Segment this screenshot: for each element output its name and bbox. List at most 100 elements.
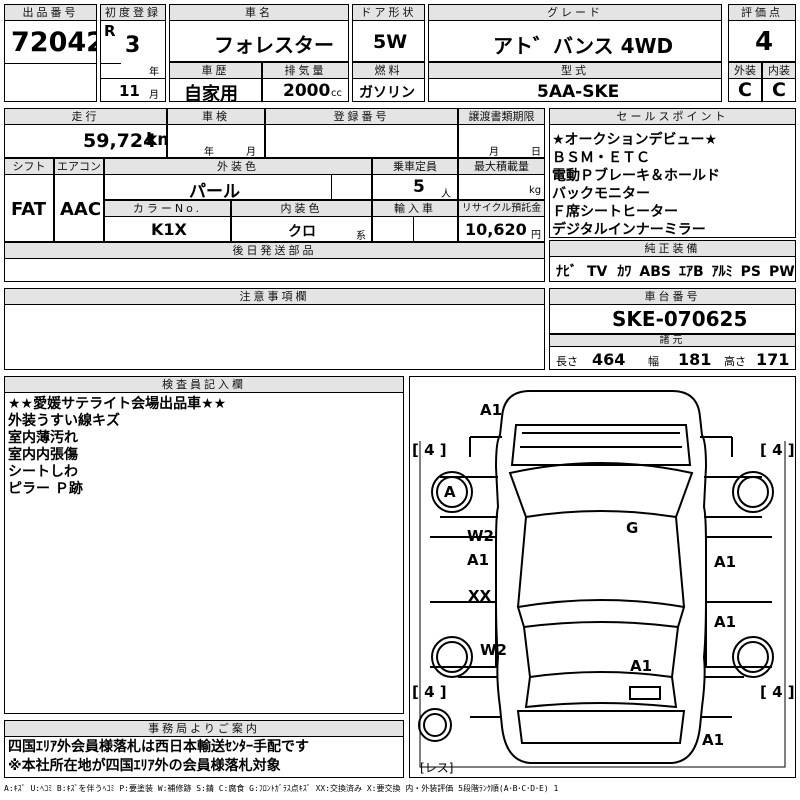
lot-cell: 出品番号 72042: [4, 4, 97, 102]
fuel-value: ガソリン: [359, 85, 415, 101]
office-note: 四国ｴﾘｱ外会員様落札は西日本輸送ｾﾝﾀｰ手配です: [8, 739, 309, 755]
int-cell: 内装 C: [762, 62, 796, 102]
int-label: 内装: [763, 63, 795, 79]
car-name-label: 車名: [170, 5, 348, 21]
damage-mark: A1: [467, 551, 490, 569]
sales-point: ★オークションデビュー★: [552, 132, 718, 148]
shift-cell: シフト FAT: [4, 158, 54, 242]
color-value: パール: [189, 182, 240, 200]
int-color-unit: 系: [356, 231, 366, 242]
sales-point: 電動Ｐブレーキ＆ホールド: [552, 168, 720, 184]
recycle-label: リサイクル預託金: [459, 201, 544, 217]
eval-label: 評価点: [729, 5, 795, 21]
ac-cell: エアコン AAC: [54, 158, 104, 242]
legend: A:ｷｽﾞ U:ﾍｺﾐ B:ｷｽﾞを伴うﾍｺﾐ P:要塗装 W:補修跡 S:錆 …: [4, 784, 559, 793]
inspection-cell: 車検 年 月: [167, 108, 265, 158]
displacement-value: 2000: [283, 81, 331, 101]
model-label: 型式: [429, 63, 721, 79]
int-grade: C: [772, 79, 786, 101]
int-color-cell: 内装色 クロ 系: [231, 200, 372, 242]
grade-cell: グレード アト゛バンス 4WD: [428, 4, 722, 62]
chassis-label: 車台番号: [550, 289, 795, 305]
equipment-abs: ABS: [639, 264, 671, 280]
reg-year: 3: [125, 33, 141, 58]
mileage-cell: 走行 59,724 km: [4, 108, 167, 158]
inspector-cell: 検査員記入欄 ★★愛媛サテライト会場出品車★★ 外装うすい線キズ 室内薄汚れ 室…: [4, 376, 404, 714]
sales-points-label: セールスポイント: [550, 109, 795, 125]
sales-points-cell: セールスポイント ★オークションデビュー★ ＢＳＭ・ＥＴＣ 電動Ｐブレーキ＆ホー…: [549, 108, 796, 238]
model-cell: 型式 5AA-SKE: [428, 62, 722, 102]
color-cell: 外装色 パール: [104, 158, 372, 200]
length-value: 464: [592, 350, 626, 369]
damage-mark: A1: [714, 553, 737, 571]
inspector-note: 室内薄汚れ: [8, 430, 78, 446]
capacity-value: 5: [413, 177, 425, 197]
damage-mark: G: [626, 519, 639, 537]
damage-mark: A: [444, 483, 456, 501]
dims-cell: 諸元 長さ 464 幅 181 高さ 171: [549, 334, 796, 370]
door-cell: ドア形状 5W: [352, 4, 425, 62]
car-name-cell: 車名 フォレスター: [169, 4, 349, 62]
office-note: ※本社所在地が四国ｴﾘｱ外の会員様落札対象: [8, 758, 281, 774]
lot-label: 出品番号: [5, 5, 96, 21]
chassis-cell: 車台番号 SKE-070625: [549, 288, 796, 334]
height-value: 171: [756, 350, 790, 369]
doc-month-unit: 月: [489, 147, 499, 158]
damage-mark: A1: [630, 657, 653, 675]
damage-mark: A1: [702, 731, 725, 749]
damage-mark: A1: [714, 613, 737, 631]
chassis-number: SKE-070625: [612, 307, 748, 331]
damage-mark: A1: [480, 401, 503, 419]
month-unit: 月: [149, 90, 159, 101]
ac-value: AAC: [60, 199, 102, 220]
shift-label: シフト: [5, 159, 53, 175]
inspector-note: 室内内張傷: [8, 447, 78, 463]
recycle-cell: リサイクル預託金 10,620 円: [458, 200, 545, 242]
office-notes: 四国ｴﾘｱ外会員様落札は西日本輸送ｾﾝﾀｰ手配です ※本社所在地が四国ｴﾘｱ外の…: [8, 738, 309, 776]
displacement-unit: cc: [331, 88, 342, 99]
recycle-value: 10,620: [465, 220, 527, 239]
ac-label: エアコン: [55, 159, 103, 175]
caution-cell: 注意事項欄: [4, 288, 545, 370]
displacement-cell: 排気量 2000 cc: [262, 62, 349, 102]
equipment-navi: ﾅﾋﾞ: [556, 264, 577, 280]
car-outline: [418, 390, 786, 768]
sales-point: バックモニター: [552, 186, 650, 202]
width-value: 181: [678, 350, 712, 369]
history-cell: 車歴 自家用: [169, 62, 262, 102]
reg-month: 11: [119, 82, 140, 100]
damage-mark: XX: [468, 587, 492, 605]
height-label: 高さ: [724, 355, 746, 368]
inspector-notes: ★★愛媛サテライト会場出品車★★ 外装うすい線キズ 室内薄汚れ 室内内張傷 シー…: [8, 396, 226, 498]
color-code-cell: カラーNo. K1X: [104, 200, 231, 242]
mileage-unit: km: [146, 130, 166, 150]
doc-day-unit: 日: [531, 147, 541, 158]
first-registration-cell: 初度登録 R 3 年 11 月: [100, 4, 166, 102]
capacity-cell: 乗車定員 5 人: [372, 158, 458, 200]
ext-cell: 外装 C: [728, 62, 762, 102]
door-label: ドア形状: [353, 5, 424, 21]
history-label: 車歴: [170, 63, 261, 79]
mileage-value: 59,724: [83, 130, 157, 152]
tire-front-left: [ 4 ]: [412, 441, 447, 459]
sales-point: Ｆ席シートヒーター: [552, 204, 678, 220]
length-label: 長さ: [556, 355, 578, 368]
eval-cell: 評価点 4: [728, 4, 796, 62]
inspection-year-unit: 年: [204, 147, 214, 158]
int-color-value: クロ: [288, 224, 316, 240]
office-label: 事務局よりご案内: [5, 721, 403, 737]
sales-point: ＢＳＭ・ＥＴＣ: [552, 150, 650, 166]
tire-front-right: [ 4 ]: [760, 441, 795, 459]
inspector-note: シートしわ: [8, 464, 78, 480]
inspector-note: ピラー Ｐ跡: [8, 481, 83, 497]
capacity-label: 乗車定員: [373, 159, 457, 175]
equipment-ps: PS: [740, 264, 761, 280]
grade-value: アト゛バンス 4WD: [493, 34, 674, 58]
damage-mark: W2: [480, 641, 507, 659]
import-cell: 輸入車: [372, 200, 458, 242]
mileage-label: 走行: [5, 109, 166, 125]
doc-deadline-cell: 譲渡書類期限 月 日: [458, 108, 545, 158]
doc-deadline-label: 譲渡書類期限: [459, 109, 544, 125]
width-label: 幅: [648, 355, 659, 368]
sales-point: デジタルインナーミラー: [552, 222, 706, 238]
